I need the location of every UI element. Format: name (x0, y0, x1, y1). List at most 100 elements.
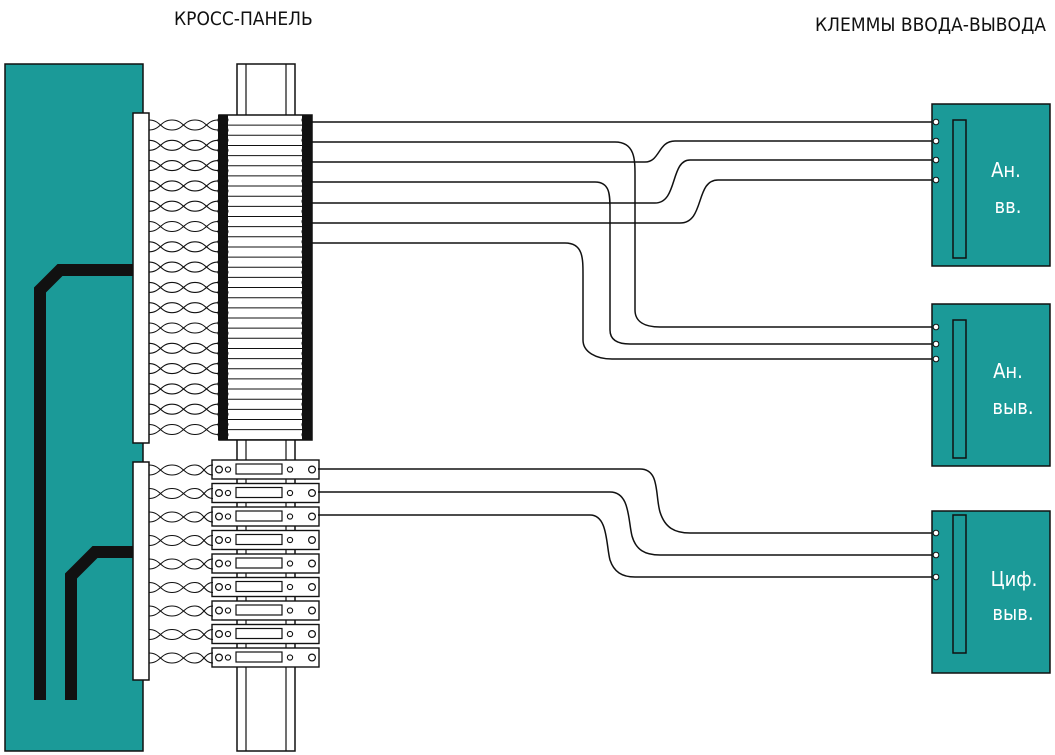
twisted-pair (148, 511, 214, 523)
terminal-screw (301, 277, 313, 287)
module-analog-input: Ан. вв. (931, 103, 1051, 267)
terminal-screw (301, 379, 313, 389)
twisted-pair (148, 322, 219, 334)
analog-connector-strip (132, 112, 150, 444)
terminal-screw (301, 420, 313, 429)
terminal-screw (301, 115, 313, 125)
analog-terminal-slots (217, 114, 313, 441)
twisted-pair (148, 487, 214, 500)
digital-terminal-unit (211, 576, 320, 598)
twisted-pair (148, 363, 219, 375)
terminal-screw (301, 409, 313, 419)
module-digital-output-label-1: Циф. (991, 567, 1038, 591)
module-analog-output-label-2: выв. (992, 395, 1033, 419)
twisted-pair (148, 200, 219, 212)
terminal-screw (301, 308, 313, 318)
module-analog-output: Ан. выв. (931, 303, 1051, 467)
twisted-pair (148, 383, 219, 395)
terminal-screw (217, 206, 229, 216)
twisted-pair (148, 558, 214, 570)
terminal-screw (217, 166, 229, 176)
digital-terminal-unit (211, 506, 320, 527)
twisted-pair (148, 464, 214, 476)
terminal-screw (217, 288, 229, 298)
terminal-screw (217, 399, 229, 409)
controller-cable-secondary (65, 546, 135, 700)
terminal-screw (301, 298, 313, 308)
digital-terminal-unit (211, 529, 320, 551)
terminal-screw (301, 318, 313, 328)
twisted-pair (148, 302, 219, 314)
module-stud (932, 137, 940, 145)
terminal-screw (217, 308, 229, 318)
wire-ai-4 (312, 179, 953, 224)
twisted-pair (148, 581, 214, 594)
module-stud (932, 551, 940, 559)
twisted-pair (148, 628, 214, 641)
module-analog-input-label-2: вв. (995, 194, 1022, 218)
terminal-screw (301, 206, 313, 216)
terminal-screw (217, 420, 229, 429)
terminal-screw (217, 267, 229, 277)
digital-terminal-unit (211, 459, 320, 480)
terminal-screw (301, 430, 313, 440)
terminal-screw (301, 359, 313, 369)
twisted-pair (148, 261, 219, 273)
terminal-screw (217, 115, 229, 125)
twisted-pair (148, 180, 219, 192)
terminal-screw (217, 227, 229, 237)
twisted-pair (148, 241, 219, 253)
twisted-pair (148, 423, 219, 436)
twisted-pair (148, 160, 219, 172)
terminal-screw (301, 156, 313, 166)
wire-ai-2 (312, 140, 953, 163)
module-stud (932, 156, 940, 164)
wire-ao-2 (312, 181, 953, 345)
wire-ao-1 (312, 141, 953, 328)
twisted-pair (148, 281, 219, 293)
twisted-pair (148, 342, 219, 354)
twisted-pair-wires (148, 119, 219, 664)
twisted-pair (148, 605, 214, 617)
terminal-screw (217, 145, 229, 155)
terminal-screw (301, 257, 313, 267)
terminal-screw (301, 135, 313, 145)
terminal-screw (301, 186, 313, 196)
wire-do-2 (318, 491, 953, 556)
terminal-screw (217, 409, 229, 419)
controller-cable-main (34, 264, 135, 700)
wire-do-1 (318, 468, 953, 534)
cross-panel-title: КРОСС-ПАНЕЛЬ (174, 8, 313, 30)
terminal-screw (217, 277, 229, 287)
terminal-screw (217, 389, 229, 399)
module-analog-output-label-1: Ан. (993, 359, 1023, 383)
terminal-screw (217, 369, 229, 379)
terminal-screw (217, 217, 229, 226)
terminal-screw (301, 267, 313, 277)
digital-terminal-unit (211, 623, 320, 645)
terminal-screw (301, 328, 313, 338)
module-digital-output: Циф. выв. (931, 510, 1051, 674)
twisted-pair (148, 403, 219, 415)
module-stud (932, 355, 940, 363)
terminal-screw (217, 247, 229, 257)
terminal-screw (301, 227, 313, 237)
module-stud (932, 118, 940, 126)
terminal-screw (301, 389, 313, 399)
terminal-screw (217, 430, 229, 440)
digital-connector-strip (132, 461, 150, 681)
digital-terminal-unit (211, 482, 320, 504)
field-wiring (312, 121, 953, 578)
terminal-screw (217, 156, 229, 166)
terminal-screw (301, 338, 313, 348)
module-terminal-studs (932, 118, 940, 581)
twisted-pair (148, 139, 219, 151)
digital-terminal-unit (211, 647, 320, 668)
twisted-pair (148, 652, 214, 664)
terminal-screw (301, 348, 313, 358)
digital-terminal-blocks (211, 459, 320, 668)
terminal-screw (217, 186, 229, 196)
terminal-screw (301, 217, 313, 226)
module-stud (932, 529, 940, 537)
terminal-screw (217, 257, 229, 267)
